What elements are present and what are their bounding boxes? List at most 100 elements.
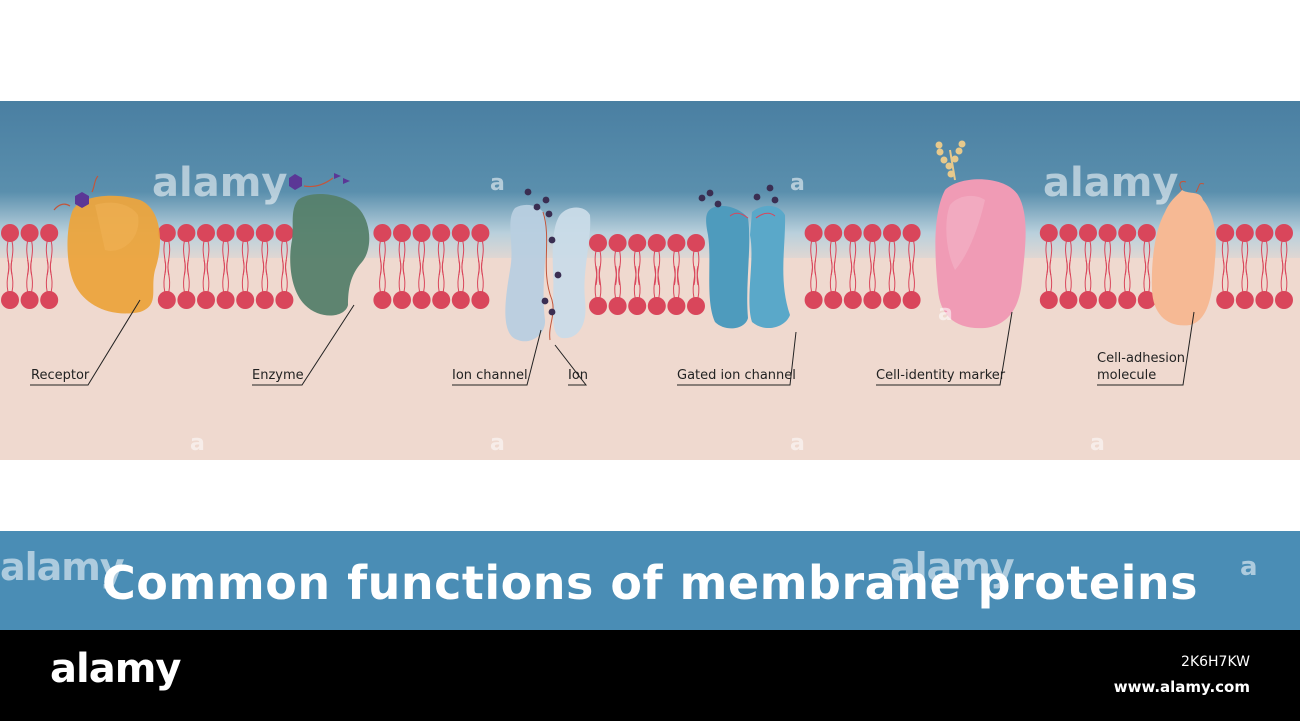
lipid-tail bbox=[245, 259, 249, 293]
lipid-tail bbox=[594, 250, 598, 286]
lipid-head bbox=[236, 291, 255, 309]
lipid-tail bbox=[206, 259, 210, 293]
lipid-tail bbox=[598, 265, 602, 299]
lipid-head bbox=[1137, 291, 1156, 309]
lipid-tail bbox=[614, 265, 617, 299]
lipid-head bbox=[275, 224, 294, 242]
lipid-tail bbox=[1261, 259, 1264, 293]
ion bbox=[545, 210, 553, 218]
lipid-tail bbox=[853, 259, 857, 293]
substrate-hexagon bbox=[289, 174, 302, 190]
cytoplasm bbox=[0, 258, 1300, 460]
lipid-tail bbox=[481, 259, 484, 293]
ion-channel-protein bbox=[505, 188, 591, 342]
lipid-tail bbox=[261, 259, 265, 293]
lipid-head bbox=[157, 291, 176, 309]
lipid-tail bbox=[1221, 259, 1225, 293]
watermark-brand: alamy bbox=[152, 160, 287, 206]
ion bbox=[766, 184, 774, 192]
lipid-tails bbox=[6, 240, 1288, 299]
lipid-head bbox=[863, 224, 882, 242]
lipid-tail bbox=[1225, 259, 1229, 293]
lipid-head bbox=[20, 291, 39, 309]
lipid-head bbox=[1118, 291, 1137, 309]
lipid-tail bbox=[226, 259, 229, 293]
lipid-tail bbox=[461, 259, 465, 293]
lipid-tail bbox=[673, 265, 676, 299]
label-cell-adhesion-line2: molecule bbox=[1097, 368, 1156, 383]
lipid-tail bbox=[285, 259, 288, 293]
lipid-tail bbox=[633, 250, 637, 286]
lipid-head bbox=[1059, 224, 1078, 242]
lipid-head bbox=[471, 291, 490, 309]
lipid-tail bbox=[402, 259, 406, 293]
product-arrow bbox=[334, 173, 341, 179]
ion bbox=[524, 188, 532, 196]
lipid-tail bbox=[1088, 259, 1092, 293]
lipid-head bbox=[824, 291, 843, 309]
lipid-tail bbox=[892, 259, 896, 293]
lipid-tail bbox=[1065, 259, 1068, 293]
lipid-head bbox=[471, 224, 490, 242]
title-band bbox=[0, 531, 1300, 630]
lipid-tail bbox=[696, 265, 700, 299]
ion bbox=[554, 271, 562, 279]
lipid-tail bbox=[437, 259, 441, 293]
lipid-tail bbox=[1045, 259, 1049, 293]
lipid-tail bbox=[10, 259, 14, 293]
lipid-head bbox=[628, 234, 647, 252]
lipid-head bbox=[608, 234, 627, 252]
lipid-tail bbox=[692, 265, 696, 299]
lipid-head bbox=[1235, 291, 1254, 309]
image-id: 2K6H7KW bbox=[1181, 654, 1250, 670]
lipid-tail bbox=[888, 259, 892, 293]
label-gated-ion-channel: Gated ion channel bbox=[677, 368, 796, 383]
lipid-tail bbox=[1049, 259, 1053, 293]
label-receptor: Receptor bbox=[31, 368, 90, 383]
watermark-brand: alamy bbox=[890, 545, 1015, 589]
lipid-tail bbox=[1241, 259, 1245, 293]
lipid-head bbox=[843, 291, 862, 309]
lipid-head bbox=[647, 234, 666, 252]
lipid-head bbox=[255, 224, 274, 242]
lipid-head bbox=[197, 291, 215, 309]
lipid-tail bbox=[598, 250, 602, 286]
lipid-tail bbox=[6, 259, 10, 293]
lipid-tail bbox=[1245, 259, 1249, 293]
alamy-logo: alamy bbox=[50, 646, 181, 692]
lipid-tail bbox=[1147, 259, 1151, 293]
lipid-tail bbox=[379, 259, 382, 293]
footer-bar bbox=[0, 630, 1300, 721]
ion bbox=[533, 203, 541, 211]
lipid-head bbox=[373, 291, 392, 309]
lipid-head bbox=[157, 224, 176, 242]
lipid-head bbox=[1059, 291, 1078, 309]
site-url: www.alamy.com bbox=[1113, 678, 1250, 696]
label-cell-identity-marker: Cell-identity marker bbox=[876, 368, 1006, 383]
lipid-head bbox=[412, 291, 431, 309]
lipid-tail bbox=[673, 250, 676, 286]
ion bbox=[714, 200, 722, 208]
lipid-tail bbox=[477, 259, 480, 293]
label-ion-channel: Ion channel bbox=[452, 368, 528, 383]
lipid-heads bbox=[1, 224, 1293, 315]
lipid-tail bbox=[618, 250, 621, 286]
lipid-head bbox=[1039, 224, 1058, 242]
lipid-tail bbox=[241, 259, 245, 293]
lipid-head bbox=[667, 234, 686, 252]
lipid-tail bbox=[1108, 259, 1111, 293]
lipid-head bbox=[393, 224, 411, 242]
receptor-protein bbox=[53, 175, 160, 314]
lipid-head bbox=[255, 291, 274, 309]
lipid-head bbox=[687, 234, 705, 252]
lipid-tail bbox=[829, 259, 833, 293]
lipid-tail bbox=[1143, 259, 1147, 293]
lipid-tail bbox=[873, 259, 876, 293]
lipid-head bbox=[393, 291, 411, 309]
watermark-letter: a bbox=[790, 171, 805, 196]
lipid-tail bbox=[422, 259, 425, 293]
lipid-tail bbox=[594, 265, 598, 299]
lipid-head bbox=[804, 224, 823, 242]
lipid-head bbox=[40, 224, 59, 242]
lipid-head bbox=[1255, 291, 1274, 309]
